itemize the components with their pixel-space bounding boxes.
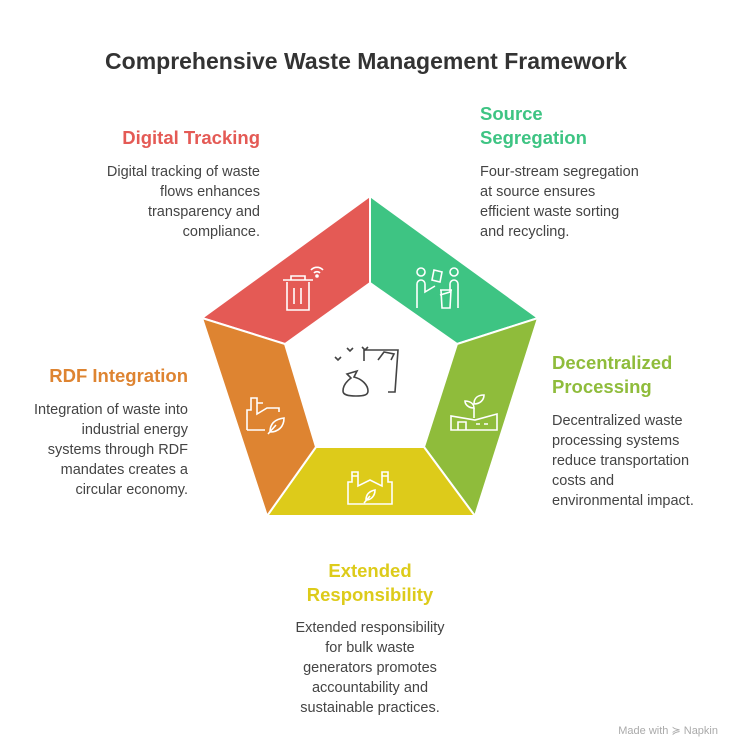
- made-with-label: Made with: [618, 725, 669, 737]
- text-line: systems through RDF: [47, 442, 188, 458]
- text-line: generators promotes: [303, 660, 437, 676]
- text-line: processing systems: [552, 433, 680, 449]
- eco-factory-icon: [347, 471, 393, 505]
- text-line: industrial energy: [81, 422, 188, 438]
- text-line: sustainable practices.: [300, 700, 440, 716]
- decentralized-processing-text: Decentralized waste processing systems r…: [552, 411, 694, 511]
- text-line: and recycling.: [480, 224, 570, 240]
- factory-leaf-icon: [246, 397, 285, 435]
- text-line: Integration of waste into: [34, 402, 188, 418]
- source-segregation-title: Source Segregation: [480, 102, 587, 150]
- text-line: Digital tracking of waste: [106, 164, 260, 180]
- green-facility-icon: [450, 394, 498, 431]
- text-line: for bulk waste: [325, 640, 415, 656]
- text-line: accountability and: [311, 680, 429, 696]
- napkin-credit[interactable]: Made with ≽ Napkin: [618, 724, 718, 737]
- text-line: efficient waste sorting: [480, 204, 620, 220]
- page-title: Comprehensive Waste Management Framework: [105, 48, 627, 74]
- text-line: mandates creates a: [60, 462, 188, 478]
- text-line: environmental impact.: [552, 493, 694, 509]
- segment-rdf-integration: [200, 316, 318, 519]
- extended-responsibility-text: Extended responsibility for bulk waste g…: [250, 618, 490, 718]
- smart-bin-icon: [283, 266, 324, 311]
- text-line: Extended responsibility: [295, 620, 445, 636]
- title-line: Segregation: [480, 127, 587, 148]
- text-line: Four-stream segregation: [480, 164, 639, 180]
- title-line: Extended: [328, 560, 412, 581]
- title-line: Processing: [552, 376, 652, 397]
- title-line: Decentralized: [552, 352, 673, 373]
- title-line: Responsibility: [306, 584, 434, 605]
- waste-bag-bin-icon: [334, 346, 399, 397]
- rdf-integration-text: Integration of waste into industrial ene…: [0, 400, 188, 500]
- text-line: at source ensures: [480, 184, 596, 200]
- napkin-logo-icon: ≽: [671, 725, 681, 737]
- text-line: reduce transportation: [552, 453, 690, 469]
- text-line: Decentralized waste: [552, 413, 683, 429]
- rdf-integration-title: RDF Integration: [49, 365, 188, 386]
- digital-tracking-text: Digital tracking of waste flows enhances…: [60, 162, 260, 242]
- decentralized-processing-title: Decentralized Processing: [552, 351, 672, 399]
- text-line: circular economy.: [75, 482, 188, 498]
- people-sorting-icon: [416, 267, 459, 309]
- text-line: transparency and: [147, 204, 260, 220]
- text-line: costs and: [552, 473, 615, 489]
- digital-tracking-title: Digital Tracking: [122, 127, 260, 148]
- extended-responsibility-title: Extended Responsibility: [250, 559, 490, 607]
- title-line: Source: [480, 103, 543, 124]
- source-segregation-text: Four-stream segregation at source ensure…: [480, 162, 639, 242]
- text-line: compliance.: [182, 224, 260, 240]
- brand-label: Napkin: [683, 725, 718, 737]
- text-line: flows enhances: [160, 184, 260, 200]
